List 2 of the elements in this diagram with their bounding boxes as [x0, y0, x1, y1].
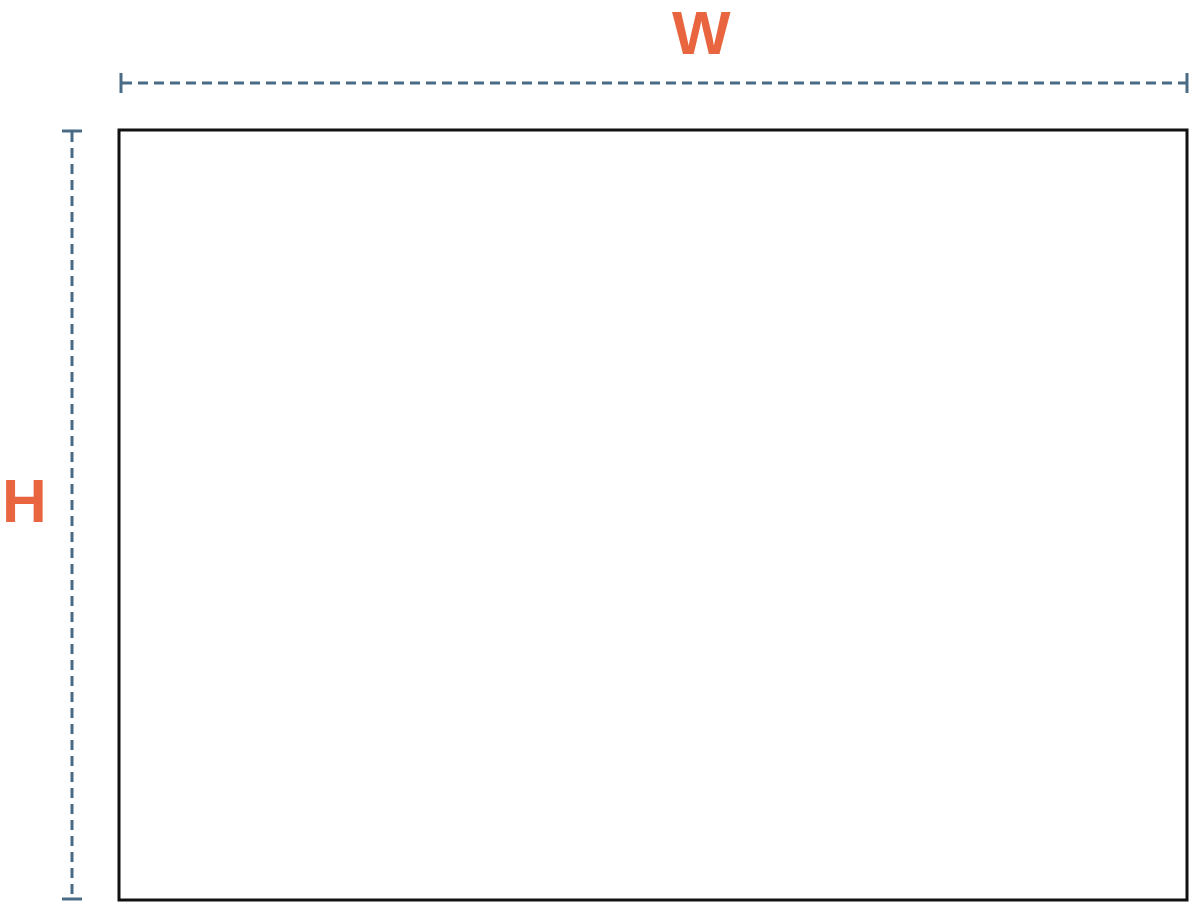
dimension-label: H: [2, 470, 47, 532]
dimension-label: W: [672, 2, 731, 64]
